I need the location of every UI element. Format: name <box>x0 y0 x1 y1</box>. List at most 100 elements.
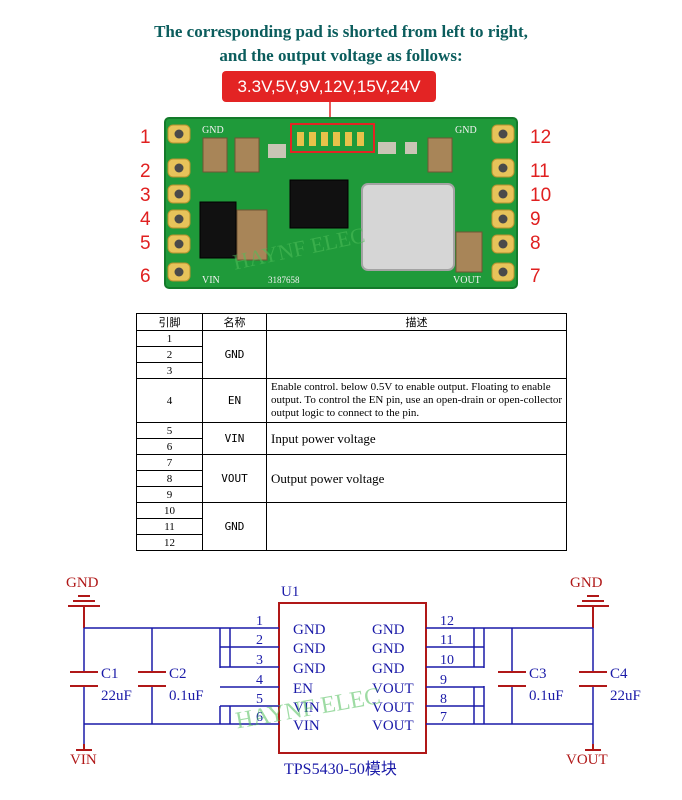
schematic-gnd-left-label: GND <box>66 575 99 591</box>
pad-hole <box>174 214 184 224</box>
ic-body <box>278 602 427 754</box>
ic-pin-label-left: GND <box>293 661 326 677</box>
board-pin-number-left: 3 <box>140 185 151 206</box>
pad-hole <box>498 129 508 139</box>
name-cell: VOUT <box>202 454 267 503</box>
right-wires <box>483 627 594 744</box>
pin-cell: 11 <box>136 518 203 535</box>
pin-cell: 4 <box>136 378 203 423</box>
ic-pin-number-left: 4 <box>256 673 263 688</box>
table-header-row: 引脚 名称 描述 <box>136 313 567 331</box>
ic-pin-number-left: 2 <box>256 633 263 648</box>
ic-reference: U1 <box>281 584 299 600</box>
name-cell: GND <box>202 330 267 379</box>
table-row: 1 GND <box>136 330 567 379</box>
pin-cell: 12 <box>136 534 203 551</box>
pad-hole <box>174 267 184 277</box>
voltage-select-jumper-box <box>290 123 375 153</box>
pin-cell: 3 <box>136 362 203 379</box>
pin-description-table: 引脚 名称 描述 1 GND 2 3 4 EN Enable control. … <box>136 313 567 551</box>
desc-cell <box>266 502 567 551</box>
header-pin: 引脚 <box>136 313 203 331</box>
regulator-ic <box>289 179 349 229</box>
pad-hole <box>498 214 508 224</box>
board-pin-number-left: 1 <box>140 127 151 148</box>
ic-pin-number-right: 9 <box>440 673 447 688</box>
schematic-gnd-right-label: GND <box>570 575 603 591</box>
module-board-photo: GND GND VIN VOUT 3187658 HAYNF ELEC <box>164 102 518 289</box>
board-pin-number-left: 5 <box>140 233 151 254</box>
pad-hole <box>174 163 184 173</box>
ic-part-name: TPS5430-50模块 <box>284 760 397 778</box>
pad-hole <box>498 163 508 173</box>
cap-c3-ref: C3 <box>529 666 547 682</box>
board-pin-number-right: 8 <box>530 233 541 254</box>
ic-pin-label-right: GND <box>372 622 405 638</box>
board-pin-number-right: 10 <box>530 185 552 206</box>
ic-pin-label-right: VOUT <box>372 718 414 734</box>
ic-pin-number-left: 5 <box>256 692 263 707</box>
table-row: 10 GND <box>136 502 567 551</box>
pad-hole <box>174 239 184 249</box>
ic-pin-number-left: 6 <box>256 710 263 725</box>
board-pin-number-right: 11 <box>530 161 550 182</box>
pin-cell: 6 <box>136 438 203 455</box>
ic-pin-label-right: VOUT <box>372 681 414 697</box>
board-pin-number-left: 2 <box>140 161 151 182</box>
cap-c1-ref: C1 <box>101 666 119 682</box>
table-row: 5 VIN Input power voltage <box>136 422 567 455</box>
desc-cell: Enable control. below 0.5V to enable out… <box>266 378 567 423</box>
vin-terminal-symbol <box>76 744 92 751</box>
table-row: 12 <box>136 534 567 551</box>
ic-pin-label-left: VIN <box>293 718 320 734</box>
ic-pin-label-left: GND <box>293 622 326 638</box>
ic-pin-number-right: 8 <box>440 692 447 707</box>
pin-cell: 5 <box>136 422 203 439</box>
ic-pin-label-right: VOUT <box>372 700 414 716</box>
board-serial-number: 3187658 <box>268 275 300 285</box>
cap-c4-ref: C4 <box>610 666 628 682</box>
name-cell: VIN <box>202 422 267 455</box>
ic-pin-label-left: GND <box>293 641 326 657</box>
desc-cell <box>266 330 567 379</box>
ic-pin-label-right: GND <box>372 661 405 677</box>
ic-pin-number-left: 3 <box>256 653 263 668</box>
ic-pin-label-left: EN <box>293 681 313 697</box>
cap-c1-value: 22uF <box>101 688 132 704</box>
pad-hole <box>498 189 508 199</box>
name-cell: GND <box>202 502 267 551</box>
ground-symbol-left <box>68 595 100 628</box>
board-pin-number-left: 6 <box>140 266 151 287</box>
ground-symbol-right <box>577 595 609 628</box>
board-vout-label: VOUT <box>453 275 481 286</box>
pad-hole <box>498 239 508 249</box>
pin-cell: 2 <box>136 346 203 363</box>
schottky-diode <box>199 201 237 259</box>
left-wires <box>83 627 221 744</box>
board-pin-number-right: 12 <box>530 127 552 148</box>
schematic-diagram: U1 TPS5430-50模块 1GND12GND2GND11GND3GND10… <box>66 575 641 778</box>
header-name: 名称 <box>202 313 267 331</box>
table-row: 7 VOUT Output power voltage <box>136 454 567 503</box>
cap-c4-value: 22uF <box>610 688 641 704</box>
pin-cell: 8 <box>136 470 203 487</box>
voltage-options-badge: 3.3V,5V,9V,12V,15V,24V <box>222 71 436 102</box>
board-pin-number-right: 7 <box>530 266 541 287</box>
ic-pin-number-right: 10 <box>440 653 454 668</box>
ic-pin-number-right: 11 <box>440 633 453 648</box>
board-gnd-left-label: GND <box>202 125 224 136</box>
voltage-select-jumper-pads <box>297 132 364 146</box>
pin-cell: 10 <box>136 502 203 519</box>
board-vin-label: VIN <box>202 275 220 286</box>
board-gnd-right-label: GND <box>455 125 477 136</box>
ic-pins: 1GND12GND2GND11GND3GND10GND4EN9VOUT5VIN8… <box>220 614 484 734</box>
ic-pin-number-right: 12 <box>440 614 454 629</box>
ic-pin-number-right: 7 <box>440 710 447 725</box>
pad-hole <box>498 267 508 277</box>
board-pin-number-right: 9 <box>530 209 541 230</box>
cap-c3-value: 0.1uF <box>529 688 564 704</box>
desc-cell: Output power voltage <box>266 454 567 503</box>
pin-cell: 9 <box>136 486 203 503</box>
heading-line-1: The corresponding pad is shorted from le… <box>154 22 528 41</box>
pin-cell: 7 <box>136 454 203 471</box>
